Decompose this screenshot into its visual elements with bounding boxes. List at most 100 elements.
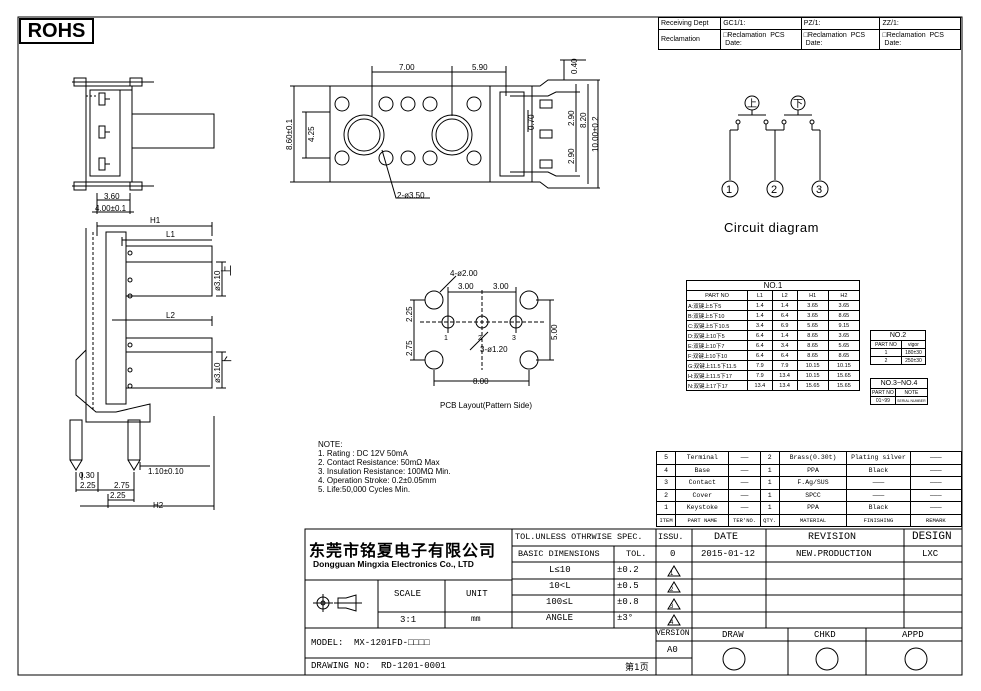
basic-dimensions: BASIC DIMENSIONS: [518, 549, 600, 559]
no1-cell: 15.65: [827, 370, 861, 381]
bom-header: REMARK: [909, 513, 963, 527]
rev-tri-3: 3: [670, 604, 674, 610]
no2-cell: 250±30: [900, 356, 927, 365]
no1-header: H2: [827, 290, 861, 301]
revision-value: NEW.PRODUCTION: [796, 549, 872, 559]
dim-2-25-b: 2.25: [110, 491, 126, 500]
no34-cell: 01~99: [870, 396, 896, 405]
bom-cell: ——: [728, 488, 761, 502]
label-up-side: 上: [220, 265, 233, 276]
no1-cell: 8.65: [796, 330, 829, 341]
bom-cell: ———: [909, 501, 963, 515]
bom-cell: ———: [909, 463, 963, 477]
bom-cell: ——: [728, 463, 761, 477]
circuit-terminal-2: 2: [771, 184, 777, 196]
tol-row-4-value: ±3°: [617, 613, 634, 623]
bom-cell: 1: [759, 476, 780, 490]
page-number: 第1页: [625, 663, 649, 673]
no1-cell: D:双键上10下5: [686, 330, 748, 341]
bom-cell: PPA: [778, 463, 848, 477]
bom-cell: ———: [846, 488, 911, 502]
note-3: 3. Insulation Resistance: 100MΩ Min.: [318, 467, 451, 476]
note-4: 4. Operation Stroke: 0.2±0.05mm: [318, 476, 437, 485]
unit-value: mm: [471, 615, 481, 624]
dim-3-60: 3.60: [104, 192, 120, 201]
no1-cell: H:双键上11.5下17: [686, 370, 748, 381]
bom-cell: Brass(0.30t): [778, 451, 848, 465]
dim-8-60: 8.60±0.1: [285, 118, 294, 150]
bom-cell: 2: [655, 488, 677, 502]
no1-cell: 3.65: [796, 310, 829, 321]
circuit-terminal-1: 1: [726, 184, 732, 196]
dim-2-3-50: 2-ø3.50: [397, 191, 425, 200]
rev-tri-2: 2: [670, 587, 674, 593]
bom-cell: ———: [909, 476, 963, 490]
no1-cell: 8.65: [827, 310, 861, 321]
no1-cell: 1.4: [771, 300, 798, 311]
tol-row-1-value: ±0.2: [617, 565, 639, 575]
no1-cell: F:双键上10下10: [686, 350, 748, 361]
no1-cell: 1.4: [747, 310, 773, 321]
no1-cell: 10.15: [827, 360, 861, 371]
tol-row-3-value: ±0.8: [617, 597, 639, 607]
note-1: 1. Rating : DC 12V 50mA: [318, 449, 408, 458]
front-view-switch: [290, 59, 600, 199]
pcb-dim-2-00: 4-ø2.00: [450, 269, 478, 278]
no1-cell: 3.65: [796, 300, 829, 311]
draw-label: DRAW: [722, 630, 744, 640]
no34-header: NOTE: [894, 388, 929, 397]
no1-cell: 7.9: [747, 360, 773, 371]
bom-cell: Plating silver: [846, 451, 911, 465]
dim-2-25-a: 2.25: [80, 481, 96, 490]
unit-label: UNIT: [466, 589, 488, 599]
tol-row-2-value: ±0.5: [617, 581, 639, 591]
date-header: DATE: [714, 532, 739, 543]
design-header: DESIGN: [912, 531, 952, 543]
note-2: 2. Contact Resistance: 50mΩ Max: [318, 458, 440, 467]
pcb-dim-5-00: 5.00: [550, 324, 559, 340]
dim-h1: H1: [150, 216, 161, 225]
no1-cell: 3.4: [771, 340, 798, 351]
no1-cell: C:双键上5下10.5: [686, 320, 748, 331]
top-view-switch: [72, 77, 215, 214]
rohs-label: ROHS: [19, 18, 94, 44]
bom-cell: 1: [759, 501, 780, 515]
tol-row-3-range: 100≤L: [546, 597, 574, 607]
dim-l2: L2: [166, 311, 175, 320]
no2-header: vigor: [900, 340, 927, 349]
model-value: MX-1201FD-□□□□: [354, 638, 430, 648]
pcb-pin-2: 2: [478, 335, 482, 342]
no2-cell: 2: [870, 356, 902, 365]
no1-cell: 15.65: [827, 380, 861, 391]
reclamation-cell-2: □Reclamation PCS Date:: [800, 29, 881, 50]
scale-label: SCALE: [394, 589, 422, 599]
model-label: MODEL:: [311, 638, 344, 648]
no2-header: PART NO: [870, 340, 902, 349]
no1-cell: 6.4: [747, 350, 773, 361]
dim-1-10: 1.10±0.10: [148, 467, 184, 476]
no1-cell: 5.65: [796, 320, 829, 331]
bom-cell: 1: [759, 488, 780, 502]
no1-header: L1: [747, 290, 773, 301]
no1-cell: E:双键上10下7: [686, 340, 748, 351]
version-label: VERSION: [656, 629, 690, 638]
pcb-dim-3-00-a: 3.00: [458, 282, 474, 291]
pcb-layout: [410, 275, 554, 386]
dim-2-90-b: 2.90: [567, 148, 576, 164]
no2-cell: 1: [870, 348, 902, 357]
no1-cell: 3.4: [747, 320, 773, 331]
bom-cell: ——: [728, 501, 761, 515]
dim-4-00: 4.00±0.1: [95, 204, 127, 213]
bom-cell: ——: [728, 476, 761, 490]
no2-title: NO.2: [870, 330, 926, 341]
issu-header: ISSU.: [658, 532, 684, 542]
bom-cell: PPA: [778, 501, 848, 515]
no1-cell: 5.65: [827, 340, 861, 351]
